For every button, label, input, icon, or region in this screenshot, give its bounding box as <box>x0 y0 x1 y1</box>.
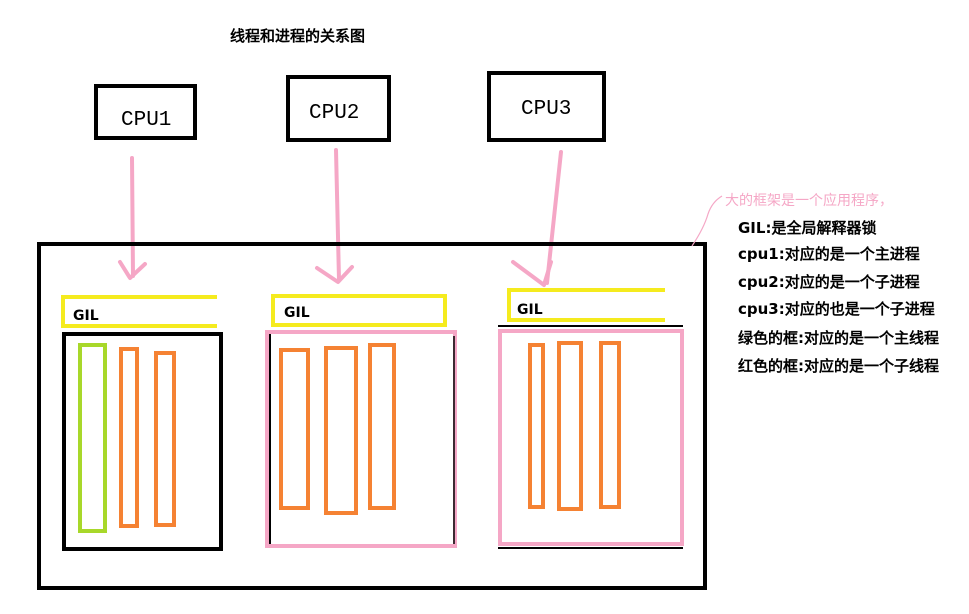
note-line-4: cpu3:对应的也是一个子进程 <box>738 300 935 318</box>
sub-thread-1a <box>119 347 139 528</box>
note-line-3: cpu2:对应的是一个子进程 <box>738 273 920 291</box>
sub-thread-2b <box>324 346 358 515</box>
sub-thread-3c <box>599 341 621 509</box>
gil-bar-1 <box>61 295 217 328</box>
cpu2-label: CPU2 <box>309 102 359 125</box>
note-line-2: cpu1:对应的是一个主进程 <box>738 245 920 263</box>
note-line-1: GIL:是全局解释器锁 <box>738 219 876 237</box>
diagram-title: 线程和进程的关系图 <box>230 27 365 45</box>
sub-thread-2c <box>368 343 396 510</box>
note-line-6: 红色的框:对应的是一个子线程 <box>738 357 939 375</box>
arrow-cpu2 <box>315 148 354 284</box>
gil-label-2: GIL <box>284 305 310 321</box>
sub-thread-3a <box>528 343 545 509</box>
note-pointer <box>691 195 723 247</box>
note-header: 大的框架是一个应用程序， <box>725 192 893 209</box>
cpu3-box: CPU3 <box>487 71 606 142</box>
cpu1-label: CPU1 <box>121 109 171 132</box>
sub-thread-2a <box>279 348 310 510</box>
gil-bar-3 <box>507 288 665 322</box>
process-3-box <box>498 329 684 546</box>
sub-thread-1b <box>154 351 176 527</box>
process-3: GIL <box>498 288 684 549</box>
arrow-cpu1 <box>118 156 147 280</box>
process-2-box <box>265 330 457 548</box>
main-thread <box>78 343 107 533</box>
legend-notes: 大的框架是一个应用程序， GIL:是全局解释器锁 cpu1:对应的是一个主进程 … <box>725 192 939 375</box>
cpu2-box: CPU2 <box>286 75 391 142</box>
process-1: GIL <box>61 295 223 551</box>
arrow-cpu3 <box>511 150 563 287</box>
cpu3-label: CPU3 <box>521 98 571 121</box>
application-frame <box>37 242 707 590</box>
gil-label-1: GIL <box>73 308 99 324</box>
gil-label-3: GIL <box>517 302 543 318</box>
gil-bar-2 <box>271 294 447 327</box>
process-2: GIL <box>265 294 457 548</box>
process-1-box <box>62 332 223 551</box>
note-line-5: 绿色的框:对应的是一个主线程 <box>738 329 939 347</box>
cpu1-box: CPU1 <box>94 84 197 140</box>
sub-thread-3b <box>557 341 583 511</box>
